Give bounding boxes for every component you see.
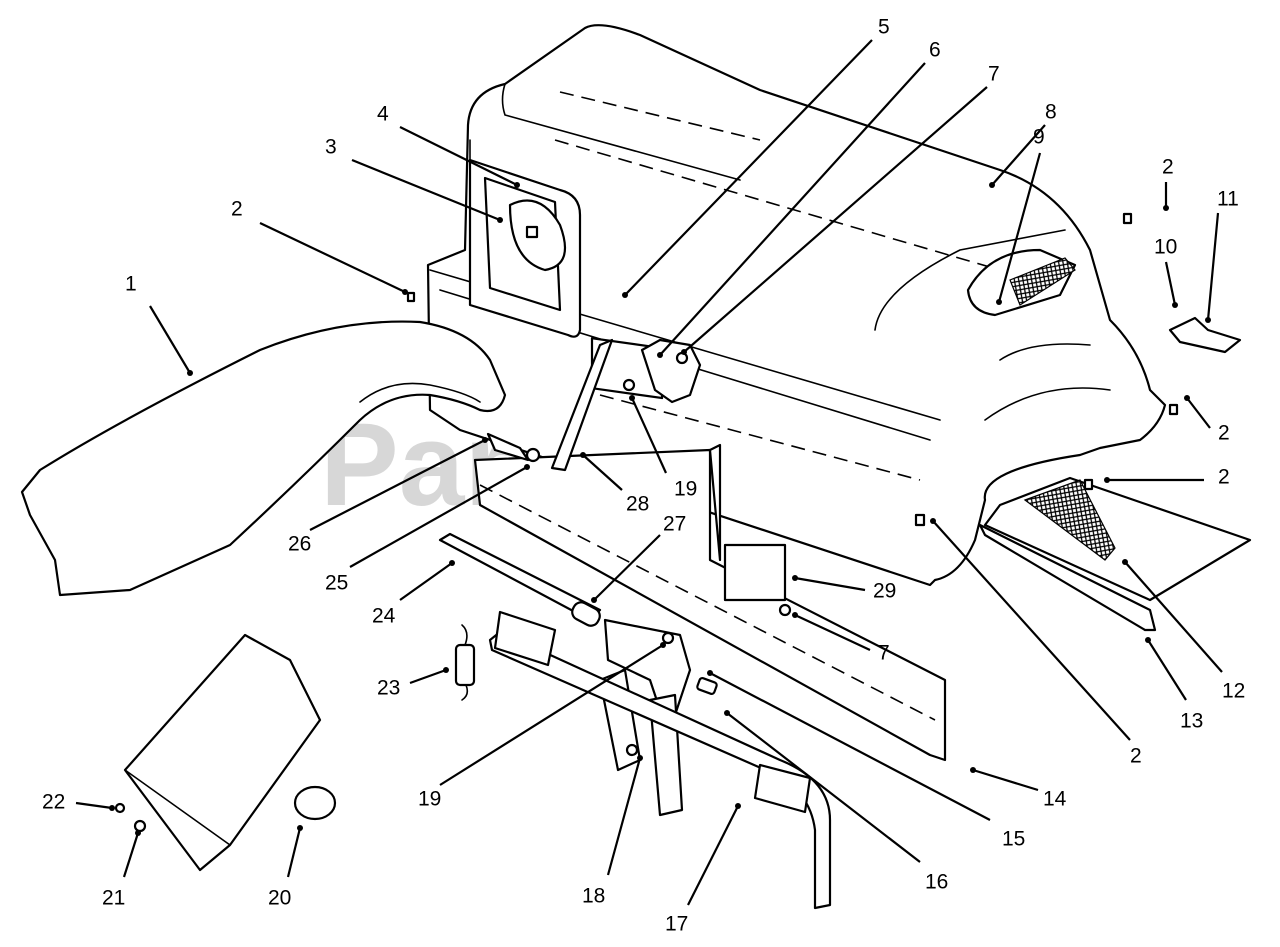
callout-2c: 2: [1184, 395, 1230, 445]
callout-label: 15: [1002, 828, 1025, 851]
callout-26: 26: [288, 437, 488, 556]
callout-21: 21: [102, 830, 141, 910]
link-arm: [550, 338, 614, 472]
callout-label: 6: [929, 39, 941, 62]
callout-11: 11: [1205, 188, 1239, 323]
callout-9: 9: [996, 126, 1045, 305]
callout-6: 6: [657, 39, 941, 358]
callout-label: 7: [988, 63, 1000, 86]
callout-24: 24: [372, 560, 455, 628]
callout-label: 18: [582, 885, 605, 908]
callout-label: 9: [1033, 126, 1045, 149]
fender: [20, 320, 507, 597]
callout-label: 24: [372, 605, 396, 628]
callout-label: 2: [231, 198, 243, 221]
callout-25: 25: [325, 464, 530, 595]
bolt: [696, 677, 718, 695]
clip: [1168, 316, 1242, 354]
callout-19b: 19: [418, 642, 666, 811]
callout-label: 5: [878, 16, 890, 39]
callout-label: 14: [1043, 788, 1067, 811]
hood-grille-frame: [468, 158, 582, 338]
callout-label: 11: [1217, 188, 1239, 211]
callout-2b: 2: [1162, 156, 1174, 211]
callout-3: 3: [325, 136, 503, 223]
callout-label: 10: [1154, 236, 1177, 259]
callout-12: 12: [1122, 559, 1245, 703]
callout-label: 12: [1222, 680, 1245, 703]
callout-label: 2: [1162, 156, 1174, 179]
pivot-spacer: [571, 601, 601, 627]
callout-7b: 7: [792, 612, 890, 665]
callout-label: 27: [663, 513, 686, 536]
callout-label: 4: [377, 103, 389, 126]
callout-2e: 2: [930, 518, 1142, 768]
callout-15: 15: [707, 670, 1025, 851]
pivot-rod: [438, 532, 602, 622]
callout-14: 14: [970, 767, 1067, 811]
support-plate-decal: [723, 543, 787, 602]
callout-29: 29: [792, 575, 896, 603]
callout-28: 28: [580, 452, 649, 516]
washer: [133, 819, 147, 833]
callout-18: 18: [582, 755, 643, 908]
callout-label: 28: [626, 493, 649, 516]
callout-label: 25: [325, 572, 348, 595]
callout-label: 1: [125, 273, 137, 296]
side-screen-panel: [983, 476, 1252, 602]
callout-20: 20: [268, 825, 303, 910]
callout-1: 1: [125, 273, 193, 376]
callout-label: 16: [925, 871, 948, 894]
callout-label: 7: [878, 642, 890, 665]
callout-2d: 2: [1104, 466, 1230, 489]
fasteners: [406, 212, 1179, 757]
callout-layer: 1 2 3 4 5 6 7 8 9 2 11 10 2 2 2 28 19 26…: [42, 16, 1245, 936]
callout-label: 3: [325, 136, 337, 159]
callout-7: 7: [681, 63, 1000, 355]
callout-22: 22: [42, 791, 115, 814]
screw: [114, 802, 126, 814]
callout-label: 29: [873, 580, 896, 603]
callout-13: 13: [1145, 637, 1203, 733]
support-plate: [473, 443, 947, 762]
callout-2: 2: [231, 198, 408, 295]
rod-nut: [525, 447, 541, 463]
chute-knob: [293, 785, 337, 821]
callout-label: 13: [1180, 710, 1203, 733]
callout-label: 19: [418, 788, 441, 811]
callout-10: 10: [1154, 236, 1178, 308]
callout-17: 17: [665, 803, 741, 936]
callout-5: 5: [622, 16, 890, 298]
callout-label: 2: [1218, 466, 1230, 489]
callout-label: 20: [268, 887, 291, 910]
callout-label: 26: [288, 533, 311, 556]
callout-label: 17: [665, 913, 688, 936]
callout-label: 8: [1045, 101, 1057, 124]
callout-8: 8: [989, 101, 1057, 188]
hood-intake-screen: [966, 248, 1077, 317]
callout-label: 19: [674, 478, 697, 501]
discharge-chute: [114, 633, 337, 872]
callout-27: 27: [591, 513, 686, 603]
callout-19: 19: [629, 395, 697, 501]
callout-label: 2: [1218, 422, 1230, 445]
callout-23: 23: [377, 667, 449, 700]
callout-4: 4: [377, 103, 520, 188]
callout-16: 16: [724, 710, 948, 894]
side-channel: [978, 523, 1157, 632]
callout-label: 21: [102, 887, 125, 910]
callout-label: 2: [1130, 745, 1142, 768]
callout-label: 23: [377, 677, 400, 700]
spring: [454, 624, 476, 701]
callout-label: 22: [42, 791, 65, 814]
